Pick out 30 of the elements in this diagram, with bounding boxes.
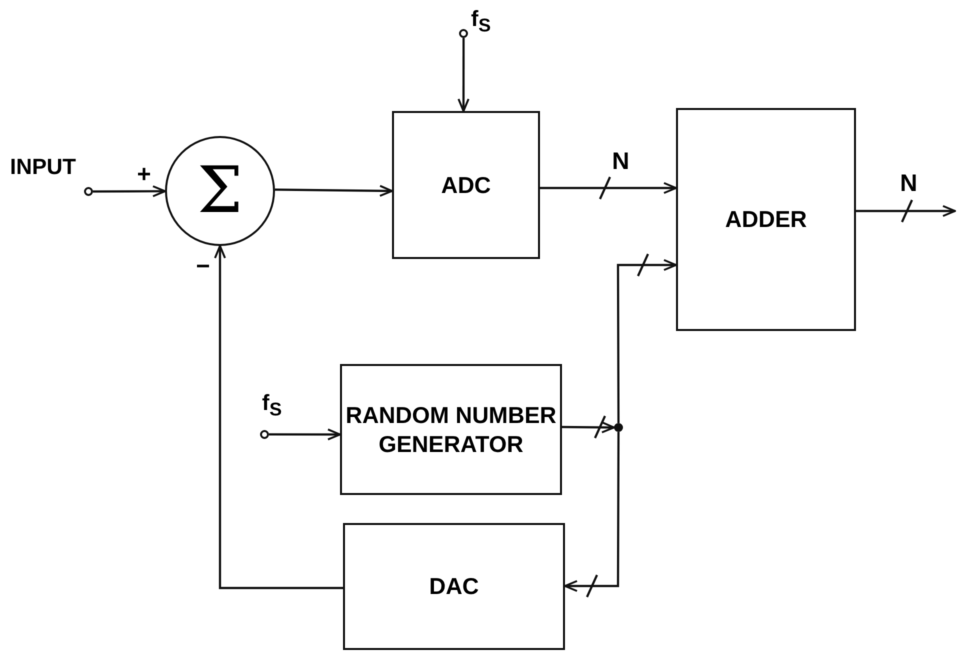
process-box xyxy=(676,108,856,331)
signal-arrow xyxy=(856,200,956,222)
bus-width-label: N xyxy=(612,150,630,174)
terminal-label: INPUT xyxy=(10,156,76,178)
signal-arrow xyxy=(274,184,393,197)
process-box xyxy=(340,364,562,495)
block-label: ADC xyxy=(441,170,491,200)
signal-arrow xyxy=(564,432,620,598)
sigma-symbol: Σ xyxy=(197,159,243,223)
sign-label: − xyxy=(196,255,210,279)
terminal-circle xyxy=(260,430,269,439)
terminal-label: f$_{S}$ xyxy=(471,8,491,36)
signal-arrow xyxy=(540,176,677,200)
terminal-circle xyxy=(459,29,468,38)
bus-width-label: N xyxy=(900,172,918,196)
terminal-circle xyxy=(84,187,93,196)
signal-arrow xyxy=(458,38,470,112)
junction-dot xyxy=(614,423,623,432)
process-box xyxy=(392,111,540,259)
signal-arrow xyxy=(616,254,677,423)
block-label: ADDER xyxy=(725,205,807,234)
block-label: RANDOM NUMBER GENERATOR xyxy=(344,400,558,458)
block-label: DAC xyxy=(429,572,479,601)
process-box xyxy=(343,523,565,650)
signal-arrow xyxy=(562,416,615,438)
terminal-label: f$_{S}$ xyxy=(262,392,282,420)
signal-arrow xyxy=(214,245,343,590)
signal-arrow xyxy=(269,428,341,440)
sign-label: + xyxy=(137,163,152,187)
signal-arrow xyxy=(93,185,166,198)
